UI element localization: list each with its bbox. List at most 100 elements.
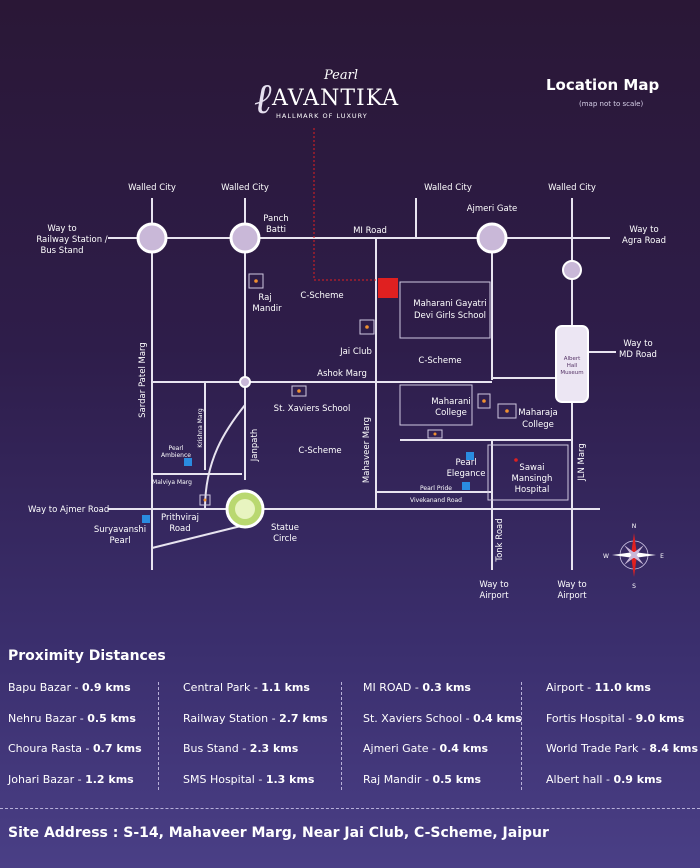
proximity-item: Fortis Hospital - 9.0 kms (546, 711, 685, 725)
proximity-column-4: Airport - 11.0 kms Fortis Hospital - 9.0… (546, 678, 700, 800)
label-ajmer: Way to Ajmer Road (28, 505, 109, 515)
proximity-divider (341, 682, 342, 790)
proximity-distance: 11.0 kms (594, 681, 651, 694)
compass-e: E (660, 553, 664, 560)
label-vivekanand: Vivekanand Road (410, 497, 462, 504)
label-ambience-1: Pearl (169, 445, 184, 452)
proximity-place: SMS Hospital (183, 772, 255, 786)
maharani-college-outline (399, 384, 473, 426)
label-railway-1: Way to (47, 224, 76, 234)
label-sawai-3: Hospital (515, 485, 550, 495)
proximity-place: Central Park (183, 681, 251, 694)
proximity-distance: 0.7 kms (93, 742, 142, 755)
label-raj-1: Raj (258, 293, 271, 303)
label-walled-city-3: Walled City (424, 183, 472, 193)
proximity-distance: 0.4 kms (439, 742, 489, 755)
project-pointer-line (313, 128, 380, 281)
circle-ajmeri-gate (476, 222, 508, 254)
proximity-title: Proximity Distances (8, 648, 166, 664)
circle-statue-inner (235, 499, 255, 519)
road-prithviraj (151, 524, 246, 549)
maharaja-college-box (497, 403, 517, 419)
label-md-1: Way to (623, 339, 652, 349)
label-elegance-1: Pearl (455, 458, 476, 468)
dagi-box (427, 429, 443, 439)
proximity-place: Johari Bazar (8, 772, 75, 786)
label-md-2: MD Road (619, 350, 657, 360)
label-ajmeri-gate: Ajmeri Gate (467, 204, 518, 214)
label-cscheme-3: C-Scheme (298, 446, 341, 456)
proximity-item: Johari Bazar - 1.2 kms (8, 772, 134, 786)
proximity-grid: Bapu Bazar - 0.9 kms Nehru Bazar - 0.5 k… (0, 678, 700, 796)
proximity-item: Railway Station - 2.7 kms (183, 711, 328, 725)
proximity-item: Choura Rasta - 0.7 kms (8, 742, 142, 755)
proximity-item: Raj Mandir - 0.5 kms (363, 772, 482, 786)
label-mcollege-1: Maharani (431, 397, 471, 407)
proximity-column-3: MI ROAD - 0.3 kms St. Xaviers School - 0… (363, 678, 523, 800)
label-suryavanshi-2: Pearl (109, 536, 130, 546)
brand-logo: ℓ Pearl AVANTIKA HALLMARK OF LUXURY (246, 68, 398, 128)
label-st-xaviers: St. Xaviers School (274, 404, 351, 414)
proximity-item: Bapu Bazar - 0.9 kms (8, 681, 131, 694)
road-curve-statue (204, 404, 246, 510)
raj-mandir-box (248, 273, 264, 289)
label-prithviraj-2: Road (169, 524, 190, 534)
proximity-distance: 8.4 kms (649, 742, 699, 755)
proximity-place: Choura Rasta (8, 742, 83, 755)
dagi-dot (433, 432, 437, 436)
brand-name: AVANTIKA (272, 86, 400, 111)
brand-tagline: HALLMARK OF LUXURY (276, 112, 368, 120)
label-mi-road: MI Road (353, 226, 387, 236)
marker-pearl-elegance (466, 452, 474, 460)
label-airport-2a: Way to (557, 580, 586, 590)
proximity-distance: 1.1 kms (261, 681, 310, 694)
proximity-distance: 0.3 kms (422, 681, 471, 694)
raj-mandir-dot (254, 279, 258, 283)
label-statue-2: Circle (273, 534, 297, 544)
maharani-school-outline (399, 281, 491, 339)
label-panch-1: Panch (263, 214, 288, 224)
proximity-place: Ajmeri Gate (363, 742, 429, 755)
marker-pearl-ambience (184, 458, 192, 466)
proximity-place: Bus Stand (183, 742, 239, 755)
label-krishna-marg: Krishna Marg (197, 408, 204, 448)
proximity-distance: 9.0 kms (635, 711, 685, 725)
location-map: Albert Hall Museum N S W E (28, 128, 664, 601)
proximity-item: MI ROAD - 0.3 kms (363, 681, 471, 694)
label-walled-city-2: Walled City (221, 183, 269, 193)
proximity-place: World Trade Park (546, 742, 639, 755)
label-panch-2: Batti (266, 225, 286, 235)
albert-hall-museum (555, 325, 589, 403)
label-prithviraj-1: Prithviraj (161, 513, 199, 523)
label-mjcollege-1: Maharaja (518, 408, 557, 418)
proximity-item: SMS Hospital - 1.3 kms (183, 772, 315, 786)
albert-hall-label-1: Albert (564, 356, 581, 362)
map-title: Location Map (546, 76, 660, 94)
label-elegance-2: Elegance (447, 469, 486, 479)
circle-panch-batti (229, 222, 261, 254)
label-airport-1a: Way to (479, 580, 508, 590)
label-mjcollege-2: College (522, 420, 554, 430)
label-airport-1b: Airport (479, 591, 509, 601)
proximity-item: Albert hall - 0.9 kms (546, 772, 663, 786)
proximity-item: Nehru Bazar - 0.5 kms (8, 711, 136, 725)
roads (108, 198, 616, 570)
jai-club-box (359, 319, 375, 335)
albert-hall-label-2: Hall (567, 363, 578, 369)
maharaja-college-dot (505, 409, 509, 413)
building-outlines (399, 281, 569, 501)
sawai-outline (487, 444, 569, 501)
label-ashok-marg: Ashok Marg (317, 369, 367, 379)
sawai-dot (514, 458, 518, 462)
site-marker (378, 278, 398, 298)
label-jai-club: Jai Club (339, 347, 372, 357)
marker-suryavanshi (142, 515, 150, 523)
label-sawai-2: Mansingh (512, 474, 553, 484)
jai-club-dot (365, 325, 369, 329)
label-sardar-patel: Sardar Patel Marg (138, 342, 148, 418)
map-note: (map not to scale) (579, 100, 644, 108)
proximity-distance: 0.4 kms (473, 711, 522, 725)
proximity-place: Fortis Hospital (546, 711, 625, 725)
proximity-distance: 0.5 kms (432, 772, 482, 786)
prithviraj-box (199, 494, 211, 506)
